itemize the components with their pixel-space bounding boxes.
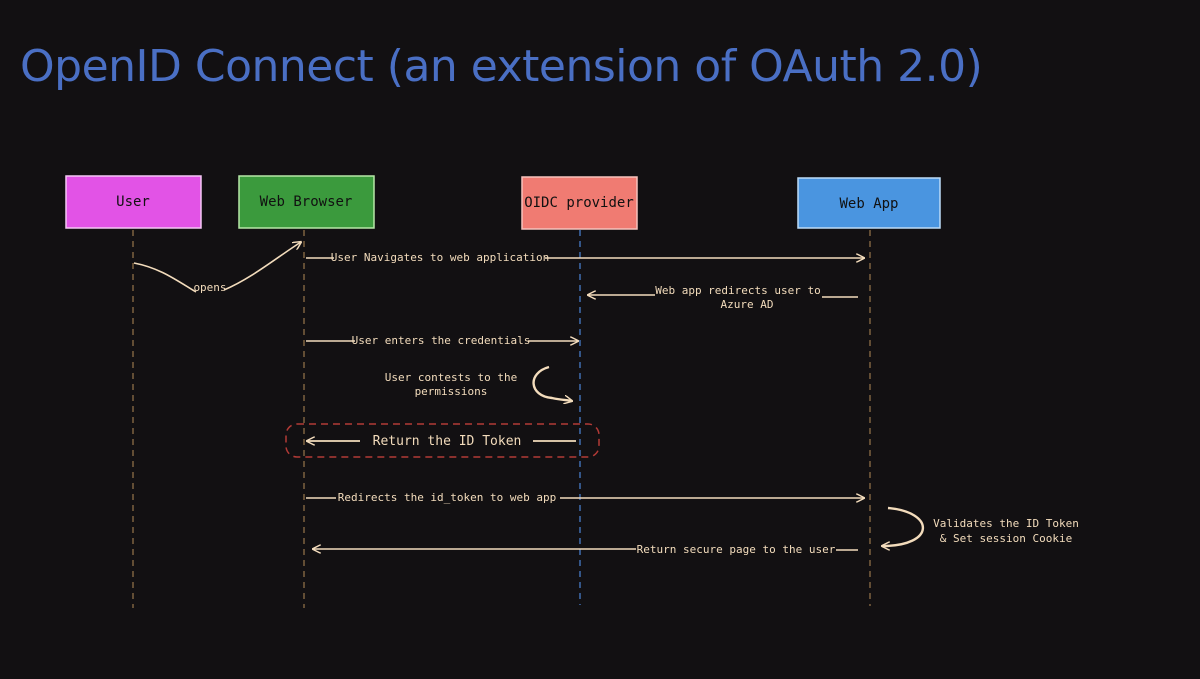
redirect-token-label: Redirects the id_token to web app: [338, 491, 557, 504]
secure-page-label: Return secure page to the user: [637, 543, 836, 556]
id-token-label: Return the ID Token: [373, 434, 522, 449]
consent-label-line2: permissions: [415, 385, 488, 398]
id-token-highlight: [285, 423, 600, 458]
validate-label-line1: Validates the ID Token: [933, 517, 1079, 530]
actor-label-user: User: [116, 194, 150, 210]
validate-curve-arrow: [882, 506, 925, 546]
validate-label-line2: & Set session Cookie: [940, 532, 1072, 545]
actor-label-web-app: Web App: [839, 196, 898, 212]
opens-arrow: [133, 242, 301, 293]
actor-web-app: Web App: [797, 177, 941, 229]
redirect-label-line2: Azure AD: [721, 298, 774, 311]
consent-curve-arrow: [532, 365, 572, 401]
page-title: OpenID Connect (an extension of OAuth 2.…: [20, 41, 983, 92]
navigate-label: User Navigates to web application: [331, 251, 550, 264]
credentials-label: User enters the credentials: [352, 334, 531, 347]
opens-label: opens: [193, 281, 226, 294]
redirect-label-line1: Web app redirects user to: [655, 284, 821, 297]
actor-web-browser: Web Browser: [238, 175, 375, 229]
actor-label-web-browser: Web Browser: [260, 194, 353, 210]
actor-label-oidc-provider: OIDC provider: [524, 195, 634, 211]
actor-oidc-provider: OIDC provider: [521, 176, 638, 230]
consent-label-line1: User contests to the: [385, 371, 517, 384]
actor-user: User: [65, 175, 202, 229]
